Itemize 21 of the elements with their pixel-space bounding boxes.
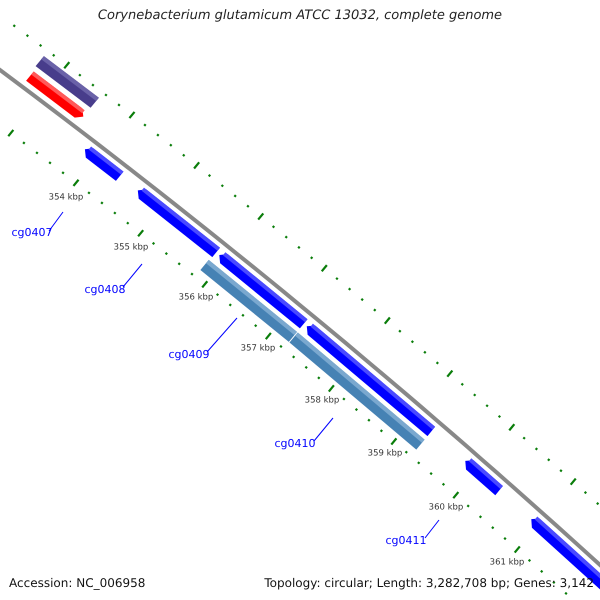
genome-info: Topology: circular; Length: 3,282,708 bp; Genes: 3,142 <box>264 576 594 590</box>
accession-label: Accession: NC_006958 <box>9 576 146 590</box>
gene-label: cg0407 <box>11 226 53 240</box>
leader-line <box>424 520 440 538</box>
position-label: 358 kbp <box>304 396 340 406</box>
position-label: 356 kbp <box>178 293 214 303</box>
title: Corynebacterium glutamicum ATCC 13032, complete genome <box>96 8 504 23</box>
position-label: 354 kbp <box>48 193 84 203</box>
position-label: 355 kbp <box>114 243 148 253</box>
leader-line <box>48 212 64 232</box>
position-label: 360 kbp <box>428 503 464 513</box>
position-label: 359 kbp <box>368 449 402 459</box>
gene-label: cg0410 <box>274 438 316 450</box>
gene-label: cg0411 <box>385 534 427 548</box>
gene-label: cg0408 <box>84 284 126 296</box>
position-label: 357 kbp <box>240 344 276 354</box>
position-label: 361 kbp <box>490 558 524 568</box>
leader-line <box>122 264 142 288</box>
gene-label: cg0409 <box>168 348 210 362</box>
leader-line <box>206 318 238 352</box>
leader-line <box>314 418 334 442</box>
